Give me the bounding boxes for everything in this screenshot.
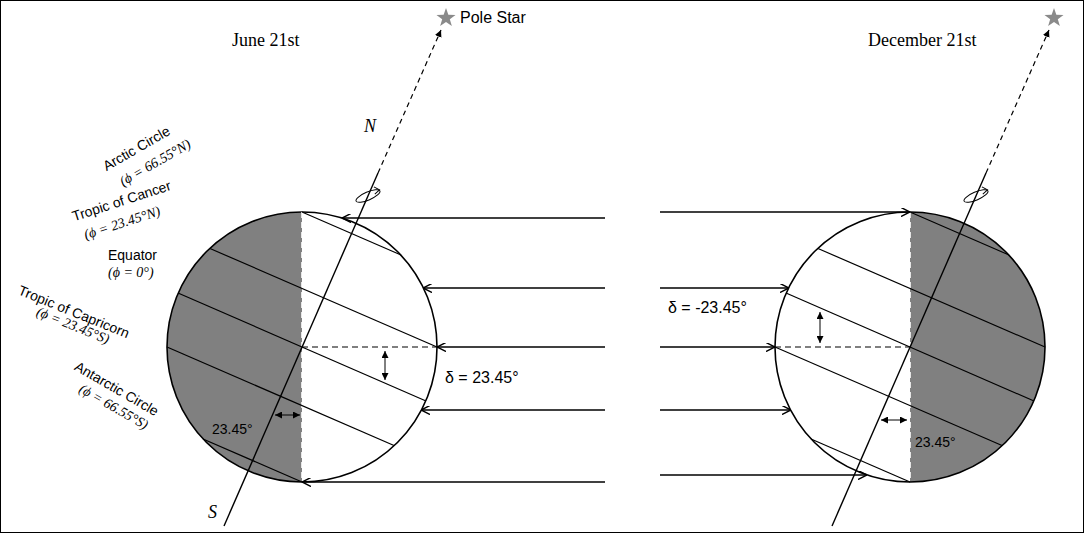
horizontal-reference <box>775 346 910 347</box>
rotation-ellipse <box>962 187 989 205</box>
tilt-angle: 23.45° <box>212 421 253 438</box>
tilt-arrow <box>275 415 300 416</box>
sun-ray <box>423 287 605 288</box>
sun-ray <box>660 287 789 288</box>
earth-axis <box>224 173 378 526</box>
night-side <box>910 212 1045 482</box>
rotation-arrow <box>372 185 380 194</box>
earth-axis <box>832 173 986 526</box>
sun-ray <box>660 211 910 212</box>
night-side <box>167 212 302 482</box>
declination-arrow <box>385 351 386 380</box>
latitude-value: (ϕ = 0°) <box>108 265 154 282</box>
sun-ray <box>302 481 605 482</box>
tilt-arrow <box>881 420 907 421</box>
rotation-ellipse <box>354 187 381 205</box>
sun-ray <box>660 346 775 347</box>
star-label: Pole Star <box>460 8 526 27</box>
sun-rays <box>660 212 910 475</box>
declination-label: δ = 23.45° <box>445 368 519 387</box>
sun-ray <box>660 474 867 475</box>
rotation-arrow <box>980 185 988 194</box>
rotation-symbol <box>354 185 382 205</box>
declination-arrow <box>820 312 821 343</box>
pole-letter: N <box>364 116 376 138</box>
date-title: December 21st <box>868 30 976 52</box>
date-title: June 21st <box>232 30 300 52</box>
sun-ray <box>660 409 791 410</box>
sun-ray <box>437 346 605 347</box>
declination-label: δ = -23.45° <box>668 298 747 317</box>
pole-letter: S <box>208 502 217 524</box>
sun-ray <box>342 217 605 218</box>
sun-rays <box>302 218 605 482</box>
sun-ray <box>421 409 605 410</box>
tilt-angle: 23.45° <box>915 434 956 451</box>
latitude-name: Equator <box>108 247 157 264</box>
rotation-symbol <box>962 185 990 205</box>
axis-to-pole-star <box>986 30 1049 173</box>
axis-to-pole-star <box>378 30 441 173</box>
pole-star-symbol <box>436 8 455 26</box>
pole-star-symbol <box>1044 8 1063 26</box>
horizontal-reference <box>302 346 437 347</box>
